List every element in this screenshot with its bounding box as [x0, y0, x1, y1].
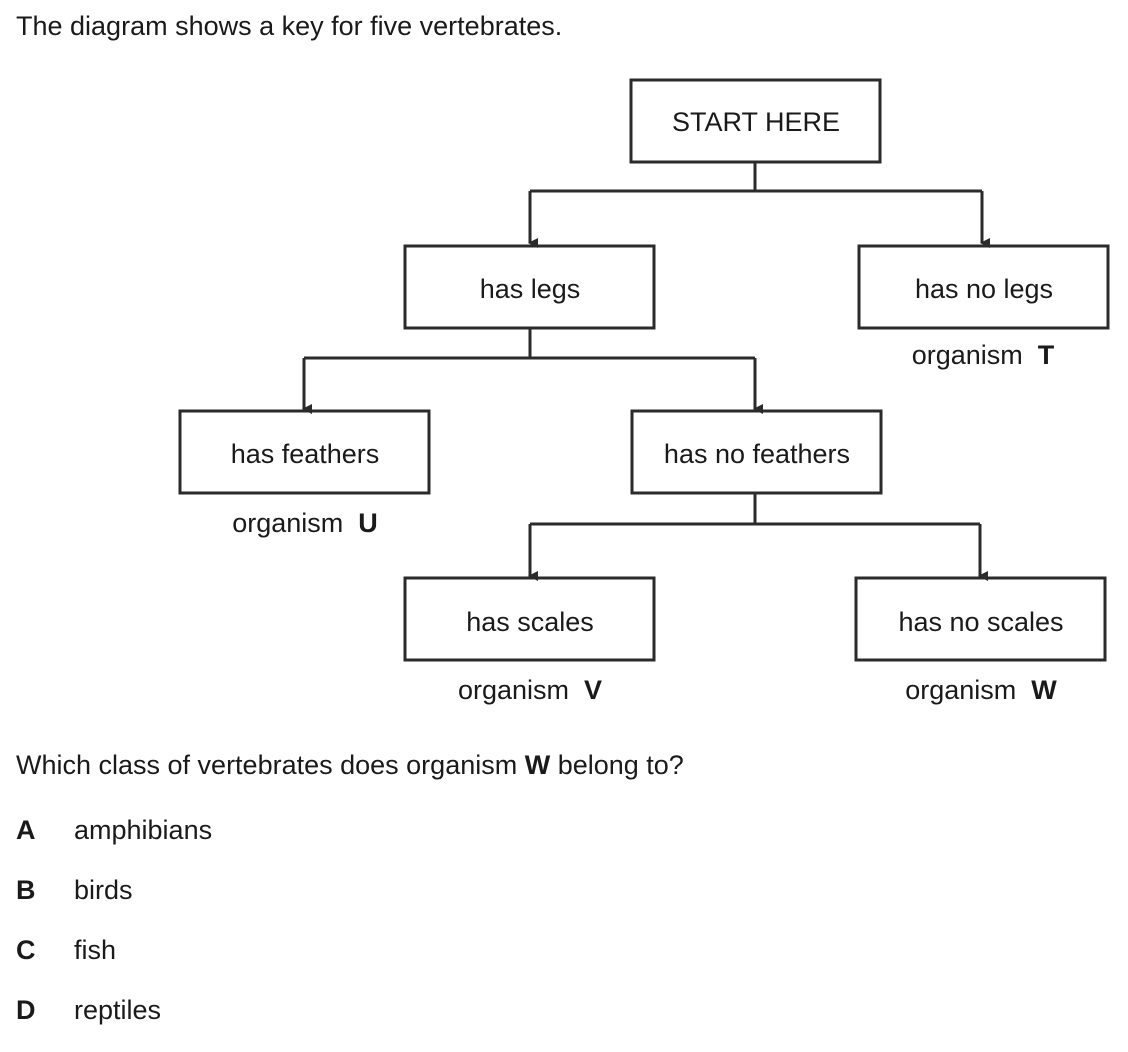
option-text: fish: [74, 935, 117, 965]
organism-prefix: organism: [458, 675, 577, 705]
organism-u-label: organism U: [232, 508, 378, 538]
question-text-before: Which class of vertebrates does organism: [16, 750, 525, 780]
has-no-scales-label: has no scales: [898, 607, 1063, 637]
option-text: birds: [74, 875, 133, 905]
has-no-feathers-box: [630, 409, 883, 495]
start-box: [629, 78, 882, 164]
organism-prefix: organism: [912, 340, 1031, 370]
organism-prefix: organism: [905, 675, 1024, 705]
option-letter: B: [16, 875, 36, 905]
option-letter: D: [16, 995, 36, 1025]
connector-has-legs: [304, 328, 755, 360]
organism-t-label: organism T: [912, 340, 1055, 370]
organism-v-label: organism V: [458, 675, 602, 705]
has-no-scales-box: [854, 576, 1107, 662]
organism-letter-u: U: [358, 508, 378, 538]
organism-letter-t: T: [1038, 340, 1055, 370]
option-letter: A: [16, 815, 36, 845]
option-letter: C: [16, 935, 36, 965]
connector-start: [530, 162, 982, 193]
has-feathers-label: has feathers: [231, 439, 380, 469]
has-feathers-box: [178, 409, 431, 495]
option-text: amphibians: [74, 815, 213, 845]
has-no-legs-label: has no legs: [915, 274, 1053, 304]
question-text-after: belong to?: [550, 750, 684, 780]
organism-letter-v: V: [584, 675, 602, 705]
connector-has-no-feathers: [530, 493, 980, 526]
question-organism-letter: W: [524, 750, 551, 780]
has-no-legs-box: [857, 244, 1110, 330]
option-text: reptiles: [74, 995, 162, 1025]
question-text: Which class of vertebrates does organism…: [16, 747, 684, 783]
organism-w-label: organism W: [905, 675, 1057, 705]
start-label: START HERE: [672, 107, 840, 137]
has-scales-label: has scales: [466, 607, 594, 637]
organism-letter-w: W: [1031, 675, 1057, 705]
organism-prefix: organism: [232, 508, 351, 538]
has-legs-box: [403, 244, 656, 330]
has-legs-label: has legs: [480, 274, 581, 304]
has-no-feathers-label: has no feathers: [664, 439, 850, 469]
has-scales-box: [403, 576, 656, 662]
intro-text: The diagram shows a key for five vertebr…: [16, 11, 563, 41]
